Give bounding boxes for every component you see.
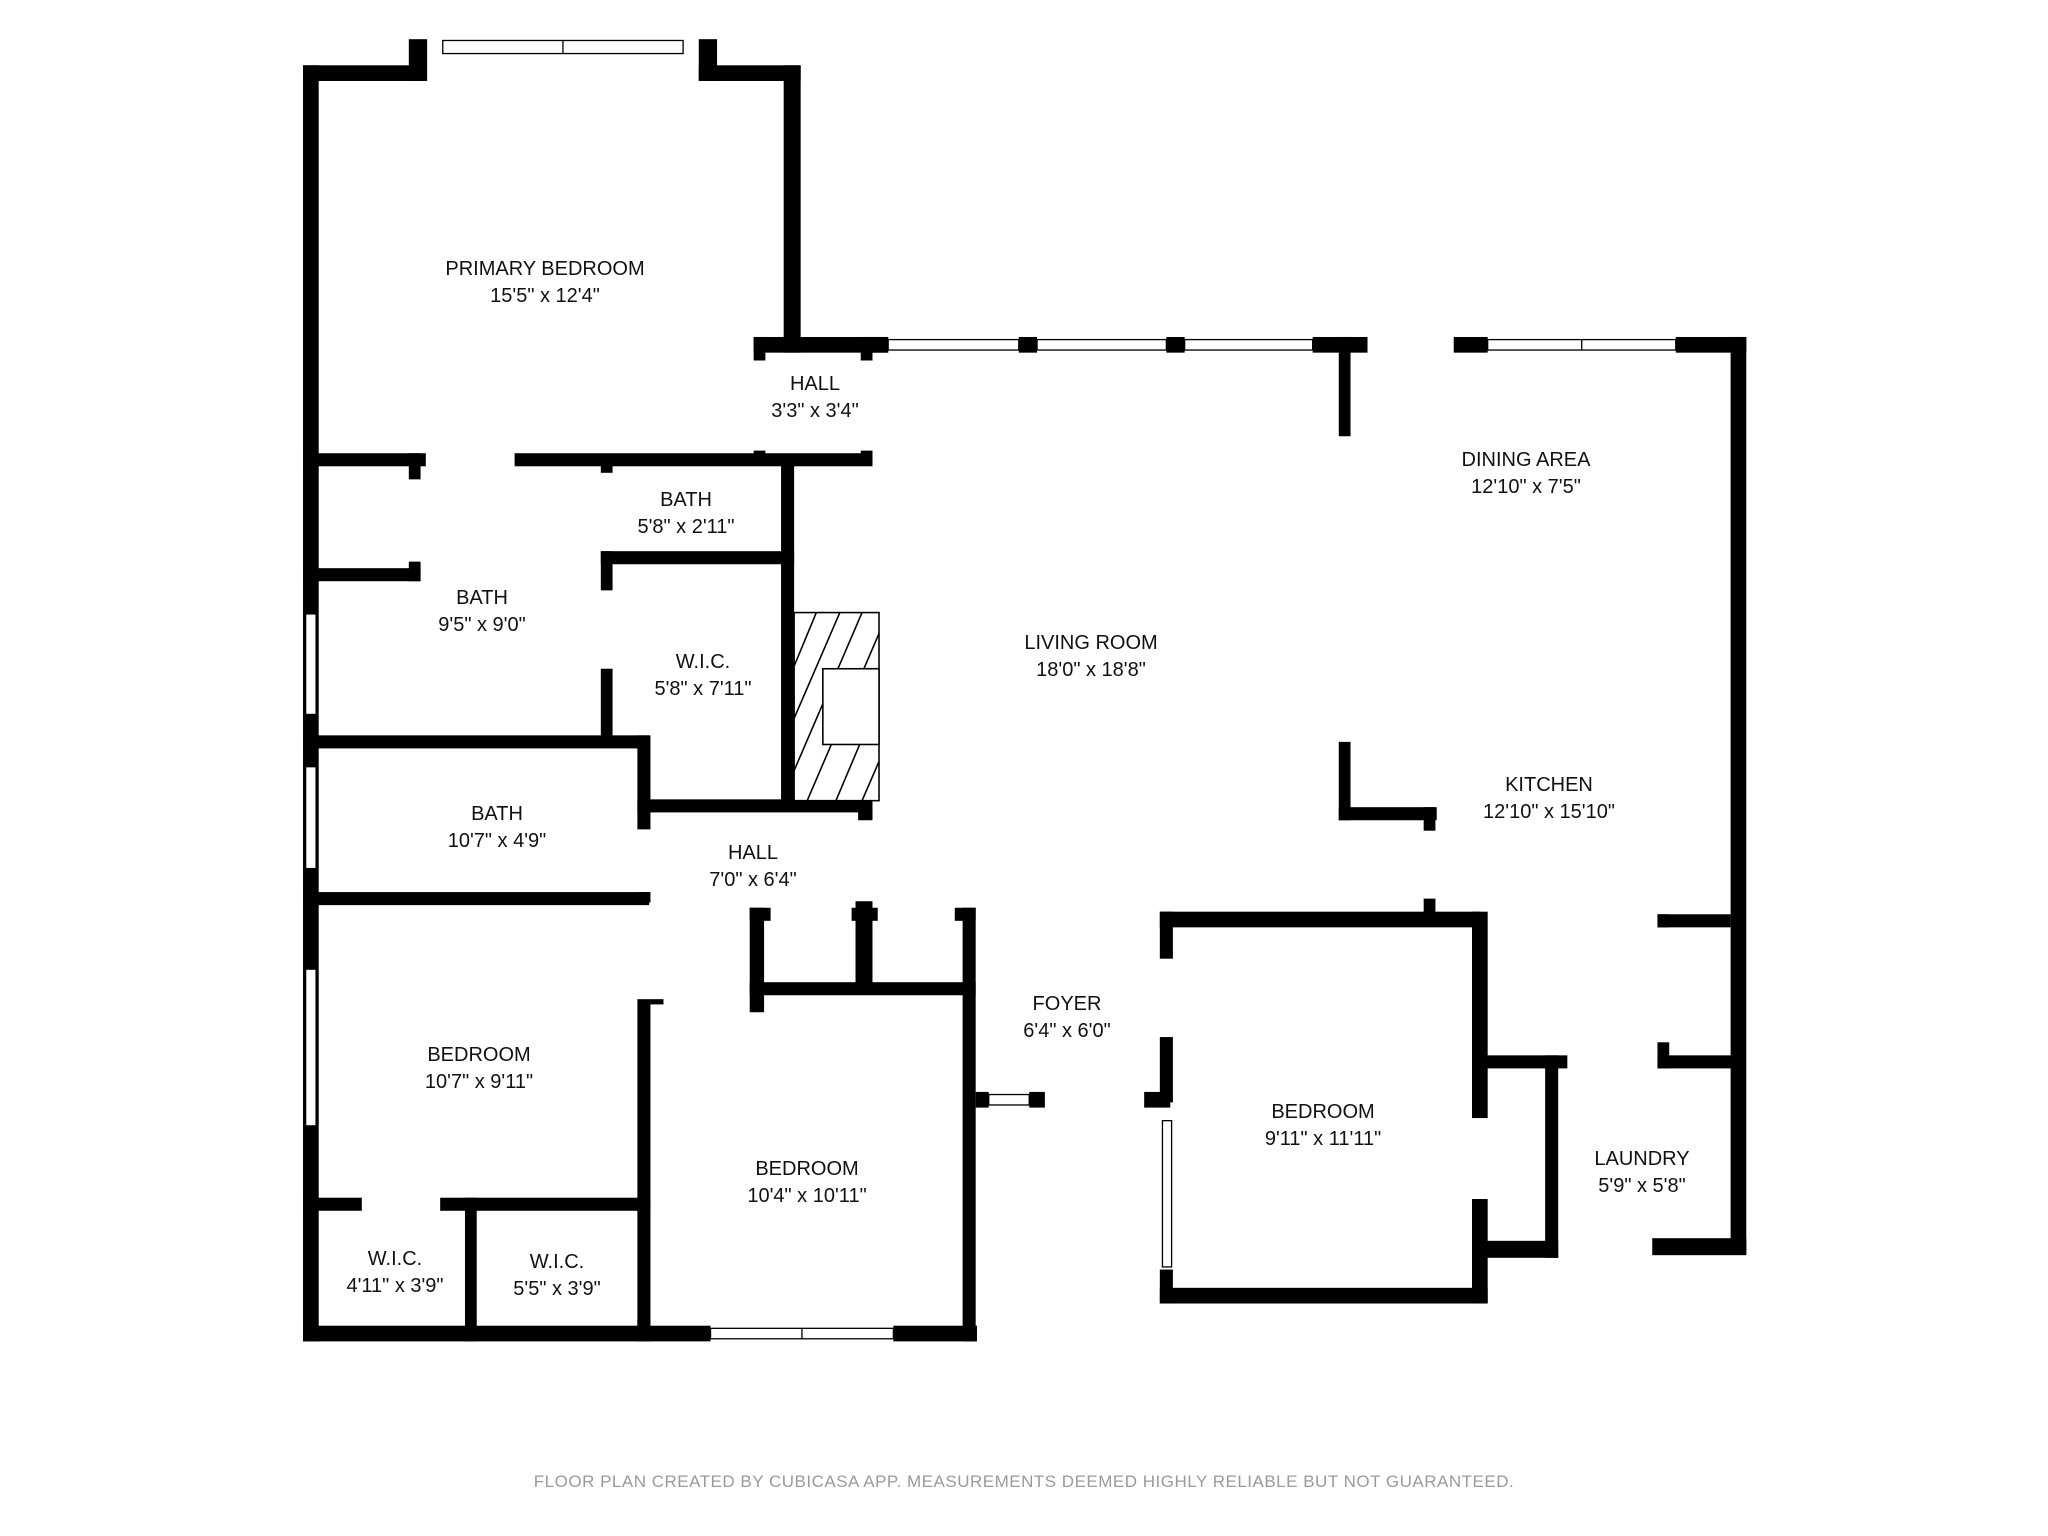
room-dimensions: 6'4" x 6'0" bbox=[1023, 1020, 1111, 1042]
room-dimensions: 9'5" x 9'0" bbox=[438, 614, 526, 636]
room-dimensions: 10'7" x 9'11" bbox=[424, 1071, 534, 1093]
room-bedroom-1: BEDROOM 10'7" x 9'11" bbox=[425, 1042, 533, 1096]
room-dining-area: DINING AREA 12'10" x 7'5" bbox=[1462, 447, 1591, 501]
room-kitchen: KITCHEN 12'10" x 15'10" bbox=[1483, 772, 1615, 826]
room-wic-1: W.I.C. 5'8" x 7'11" bbox=[654, 649, 751, 703]
room-name: HALL bbox=[789, 373, 841, 395]
room-dimensions: 15'5" x 12'4" bbox=[490, 285, 600, 307]
room-bath-3: BATH 10'7" x 4'9" bbox=[448, 801, 547, 855]
room-hall-1: HALL 3'3" x 3'4" bbox=[771, 371, 858, 425]
room-dimensions: 9'11" x 11'11" bbox=[1264, 1128, 1382, 1150]
windows bbox=[304, 39, 1677, 1340]
room-hall-2: HALL 7'0" x 6'4" bbox=[709, 840, 796, 894]
room-bedroom-2: BEDROOM 10'4" x 10'11" bbox=[747, 1156, 866, 1210]
room-name: W.I.C. bbox=[675, 651, 731, 673]
room-name: BATH bbox=[456, 587, 508, 609]
room-dimensions: 18'0" x 18'8" bbox=[1036, 659, 1146, 681]
room-dimensions: 7'0" x 6'4" bbox=[709, 869, 797, 891]
room-name: LAUNDRY bbox=[1594, 1148, 1690, 1170]
walls bbox=[303, 39, 1747, 1342]
room-living-room: LIVING ROOM 18'0" x 18'8" bbox=[1024, 630, 1157, 684]
room-name: FOYER bbox=[1032, 993, 1102, 1015]
room-name: DINING AREA bbox=[1461, 449, 1591, 471]
room-bedroom-3: BEDROOM 9'11" x 11'11" bbox=[1265, 1099, 1381, 1153]
room-foyer: FOYER 6'4" x 6'0" bbox=[1023, 991, 1110, 1045]
room-dimensions: 5'8" x 2'11" bbox=[637, 516, 735, 538]
room-name: HALL bbox=[727, 842, 779, 864]
room-name: W.I.C. bbox=[529, 1251, 585, 1273]
room-dimensions: 3'3" x 3'4" bbox=[771, 400, 859, 422]
room-name: W.I.C. bbox=[367, 1248, 423, 1270]
room-name: BATH bbox=[660, 489, 712, 511]
disclaimer-footer: FLOOR PLAN CREATED BY CUBICASA APP. MEAS… bbox=[533, 1472, 1515, 1491]
room-dimensions: 12'10" x 7'5" bbox=[1471, 476, 1581, 498]
room-wic-3: W.I.C. 5'5" x 3'9" bbox=[513, 1249, 600, 1303]
room-name: BATH bbox=[471, 803, 523, 825]
room-laundry: LAUNDRY 5'9" x 5'8" bbox=[1594, 1146, 1689, 1200]
room-name: BEDROOM bbox=[755, 1158, 859, 1180]
room-dimensions: 5'9" x 5'8" bbox=[1598, 1175, 1686, 1197]
room-name: BEDROOM bbox=[427, 1044, 531, 1066]
room-dimensions: 10'7" x 4'9" bbox=[447, 830, 547, 852]
room-primary-bedroom: PRIMARY BEDROOM 15'5" x 12'4" bbox=[445, 256, 644, 310]
fireplace-icon bbox=[793, 611, 880, 802]
room-bath-1: BATH 5'8" x 2'11" bbox=[637, 487, 734, 541]
room-dimensions: 10'4" x 10'11" bbox=[747, 1185, 867, 1207]
room-bath-2: BATH 9'5" x 9'0" bbox=[438, 585, 525, 639]
room-dimensions: 5'5" x 3'9" bbox=[513, 1278, 601, 1300]
room-dimensions: 4'11" x 3'9" bbox=[346, 1275, 444, 1297]
room-name: LIVING ROOM bbox=[1024, 632, 1158, 654]
room-dimensions: 12'10" x 15'10" bbox=[1483, 801, 1615, 823]
room-name: BEDROOM bbox=[1271, 1101, 1375, 1123]
room-name: KITCHEN bbox=[1505, 774, 1593, 796]
room-dimensions: 5'8" x 7'11" bbox=[654, 678, 752, 700]
room-wic-2: W.I.C. 4'11" x 3'9" bbox=[346, 1246, 443, 1300]
room-name: PRIMARY BEDROOM bbox=[445, 258, 645, 280]
